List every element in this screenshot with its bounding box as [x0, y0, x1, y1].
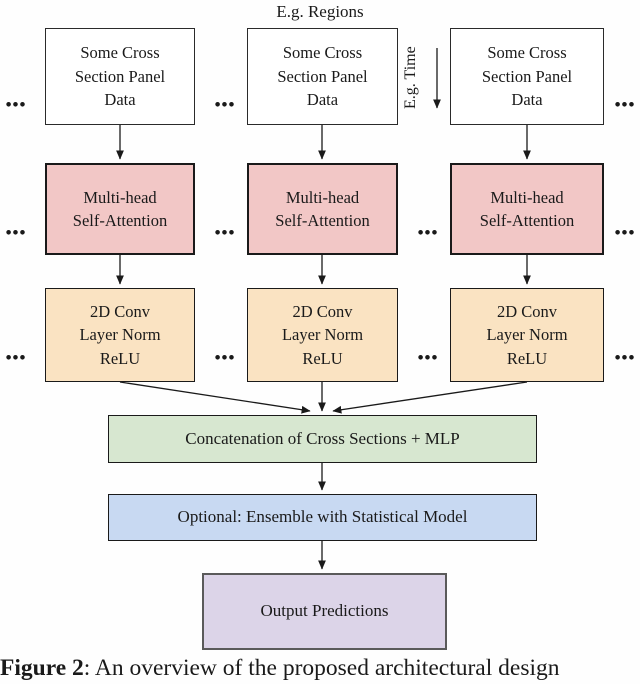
attention-box-1: Multi-head Self-Attention — [45, 163, 195, 255]
input-data-box-3: Some Cross Section Panel Data — [450, 28, 604, 125]
attention-box-2: Multi-head Self-Attention — [247, 163, 398, 255]
ellipsis-row3-mid2: ••• — [417, 348, 439, 367]
conv-box-1: 2D Conv Layer Norm ReLU — [45, 288, 195, 382]
ellipsis-row3-mid1: ••• — [214, 348, 236, 367]
ellipsis-row1-mid: ••• — [214, 95, 236, 114]
ellipsis-row2-mid2: ••• — [417, 223, 439, 242]
ellipsis-row2-mid1: ••• — [214, 223, 236, 242]
conv-box-3: 2D Conv Layer Norm ReLU — [450, 288, 604, 382]
input-data-box-2: Some Cross Section Panel Data — [247, 28, 398, 125]
ellipsis-row1-right: ••• — [614, 95, 636, 114]
ellipsis-row2-right: ••• — [614, 223, 636, 242]
conv-box-2: 2D Conv Layer Norm ReLU — [247, 288, 398, 382]
figure-caption: Figure 2: An overview of the proposed ar… — [0, 654, 640, 682]
input-data-box-1: Some Cross Section Panel Data — [45, 28, 195, 125]
figure-caption-label: Figure 2 — [0, 655, 84, 681]
ellipsis-row2-left: ••• — [5, 223, 27, 242]
ellipsis-row3-left: ••• — [5, 348, 27, 367]
concatenation-mlp-box: Concatenation of Cross Sections + MLP — [108, 415, 537, 463]
time-axis-label: E.g. Time — [402, 46, 419, 110]
ellipsis-row3-right: ••• — [614, 348, 636, 367]
regions-axis-label: E.g. Regions — [276, 2, 364, 21]
attention-box-3: Multi-head Self-Attention — [450, 163, 604, 255]
figure-caption-text: : An overview of the proposed architectu… — [83, 655, 560, 681]
ensemble-box: Optional: Ensemble with Statistical Mode… — [108, 494, 537, 541]
output-predictions-box: Output Predictions — [202, 573, 447, 650]
ellipsis-row1-left: ••• — [5, 95, 27, 114]
